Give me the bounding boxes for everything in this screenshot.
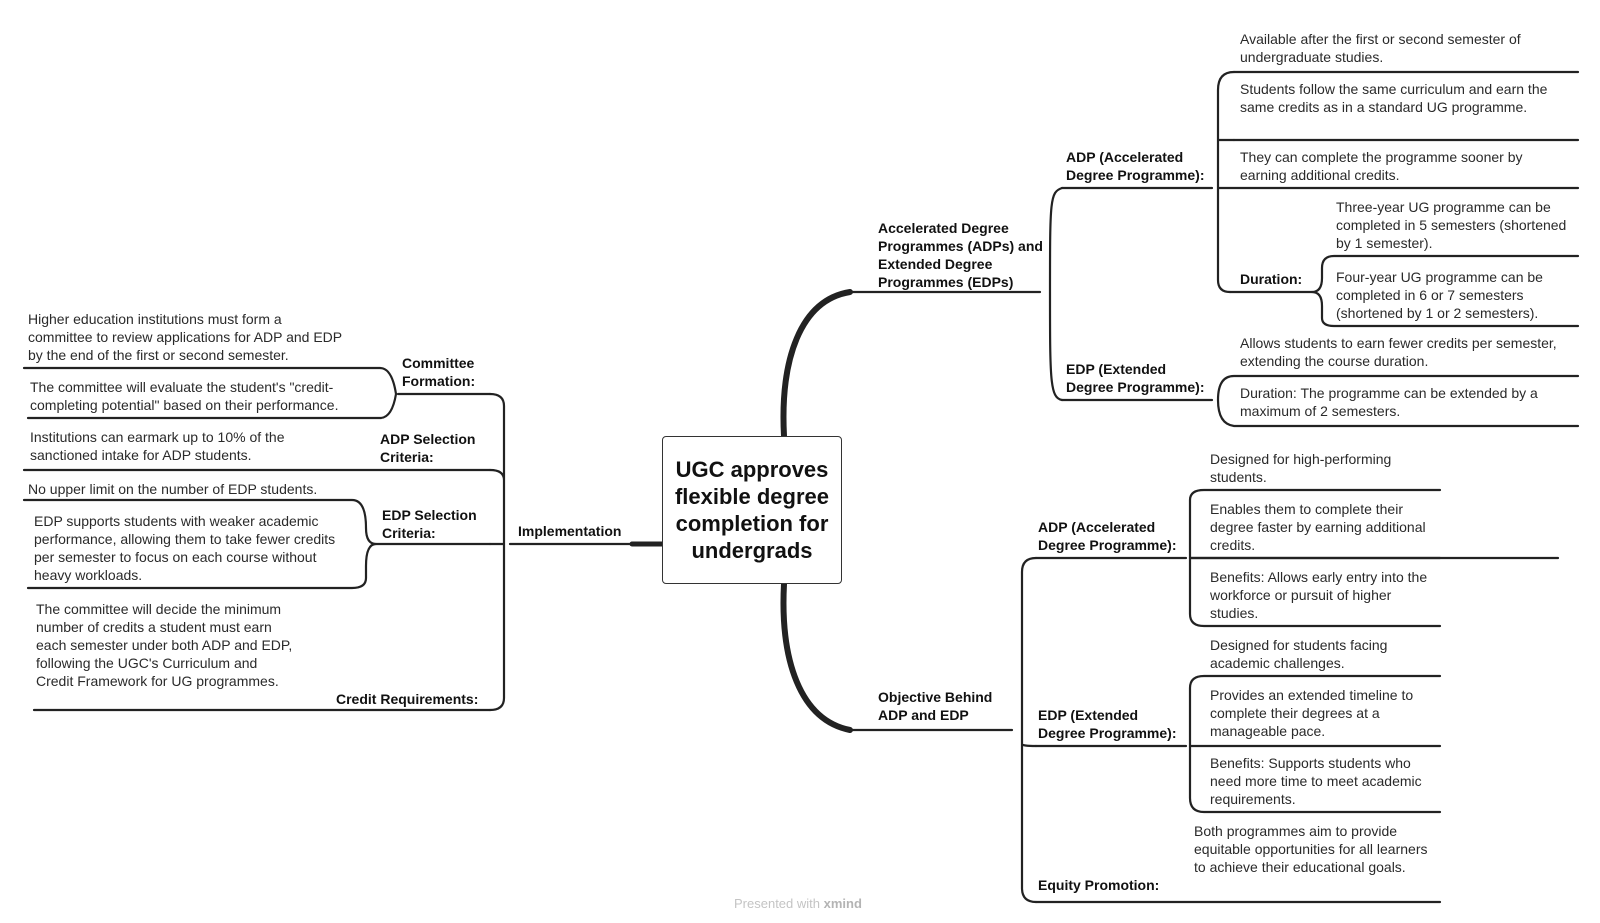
topic-top-adp-item-3[interactable]: They can complete the programme sooner b… [1240,149,1523,183]
branch-root-to-bottom [780,581,853,733]
bracket-bedp [1188,674,1442,814]
topic-adp-selection[interactable]: ADP Selection Criteria: [380,431,476,465]
root-title: UGC approves flexible degree completion … [674,457,830,563]
bracket-top [1048,186,1064,402]
topic-equity-item-1[interactable]: Both programmes aim to provide equitable… [1194,823,1428,875]
topic-top-adp[interactable]: ADP (Accelerated Degree Programme): [1066,149,1205,183]
topic-equity[interactable]: Equity Promotion: [1038,877,1160,893]
topic-committee-item-1[interactable]: Higher education institutions must form … [28,311,342,363]
topic-committee-item-2[interactable]: The committee will evaluate the student'… [30,379,339,413]
bracket-edp [1216,374,1580,428]
topic-implementation[interactable]: Implementation [518,523,622,539]
topic-edp-selection-item-1[interactable]: No upper limit on the number of EDP stud… [28,481,318,497]
topic-edp-selection[interactable]: EDP Selection Criteria: [382,507,477,541]
topic-bottom-edp-item-1[interactable]: Designed for students facing academic ch… [1210,637,1388,671]
topic-bottom-edp[interactable]: EDP (Extended Degree Programme): [1038,707,1177,741]
topic-committee[interactable]: Committee Formation: [402,355,476,389]
topic-adp-selection-item-1[interactable]: Institutions can earmark up to 10% of th… [30,429,285,463]
bracket-duration [1310,254,1580,328]
watermark: Presented with xmind [734,896,862,911]
bracket-edpsel [22,498,378,590]
watermark-prefix: Presented with [734,896,820,911]
bracket-left [488,392,506,712]
bracket-committee [22,366,398,420]
topic-top-edp[interactable]: EDP (Extended Degree Programme): [1066,361,1205,395]
topic-objective[interactable]: Objective Behind ADP and EDP [878,689,993,723]
topic-top-edp-item-1[interactable]: Allows students to earn fewer credits pe… [1240,335,1557,369]
topic-bottom-edp-item-3[interactable]: Benefits: Supports students who need mor… [1210,755,1422,807]
topic-top-adp-item-1[interactable]: Available after the first or second seme… [1240,31,1521,65]
bracket-bottom [1020,556,1038,904]
topic-duration-item-2[interactable]: Four-year UG programme can be completed … [1336,269,1543,321]
topic-bottom-edp-item-2[interactable]: Provides an extended timeline to complet… [1210,687,1414,739]
watermark-brand: xmind [823,896,862,911]
topic-edp-selection-item-2[interactable]: EDP supports students with weaker academ… [34,513,336,583]
topic-bottom-adp-item-2[interactable]: Enables them to complete their degree fa… [1210,501,1426,553]
topic-bottom-adp[interactable]: ADP (Accelerated Degree Programme): [1038,519,1177,553]
topic-credit-item-1[interactable]: The committee will decide the minimum nu… [36,601,293,689]
topic-bottom-adp-item-1[interactable]: Designed for high-performing students. [1210,451,1392,485]
topic-top-adp-item-2[interactable]: Students follow the same curriculum and … [1240,81,1548,115]
bracket-adp [1216,70,1580,294]
topic-duration-item-1[interactable]: Three-year UG programme can be completed… [1336,199,1567,251]
root-topic[interactable]: UGC approves flexible degree completion … [662,436,842,584]
topic-credit[interactable]: Credit Requirements: [336,691,479,707]
topic-bottom-adp-item-3[interactable]: Benefits: Allows early entry into the wo… [1210,569,1428,621]
branch-root-to-top [780,289,853,439]
topic-duration[interactable]: Duration: [1240,271,1303,287]
topic-top-edp-item-2[interactable]: Duration: The programme can be extended … [1240,385,1538,419]
topic-adp-edp[interactable]: Accelerated Degree Programmes (ADPs) and… [878,220,1043,290]
